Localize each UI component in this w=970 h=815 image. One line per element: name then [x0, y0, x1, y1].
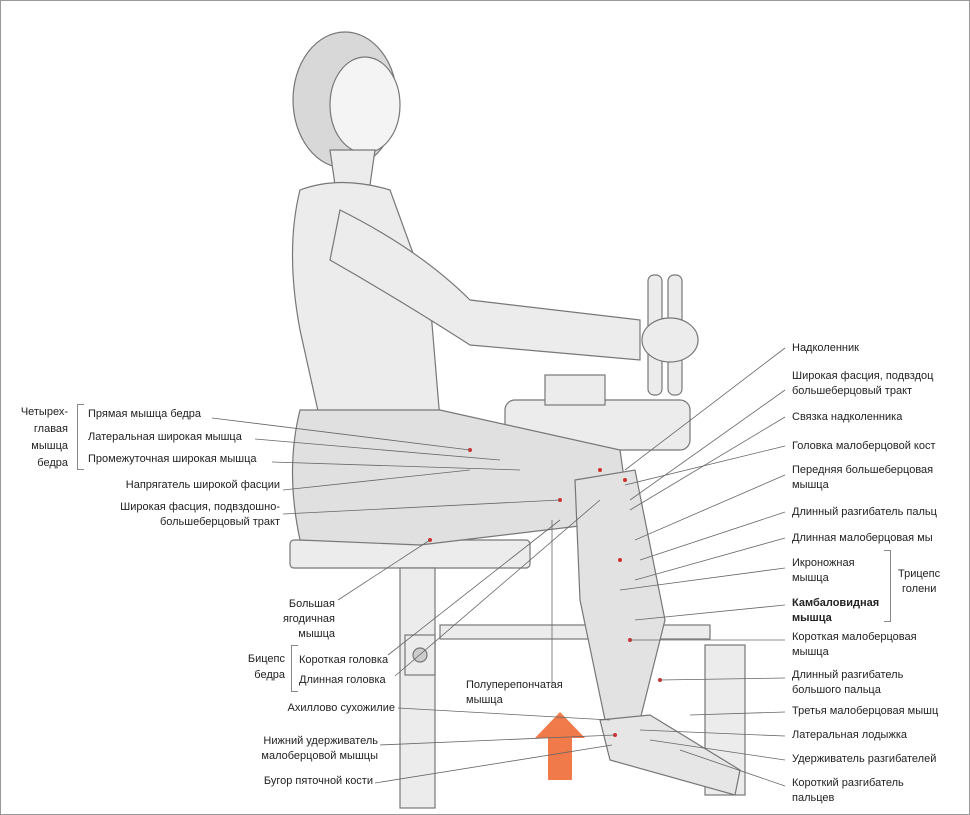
label-semimembranosus-2: мышца: [466, 694, 503, 706]
force-arrow: [535, 712, 585, 780]
pad-bracket: [544, 374, 606, 406]
label-patellar-ligament: Связка надколенника: [792, 411, 903, 423]
label-vastus-lateralis: Латеральная широкая мышца: [88, 431, 242, 443]
label-soleus-1: Камбаловидная: [792, 597, 880, 609]
label-lateral-malleolus: Латеральная лодыжка: [792, 729, 907, 741]
label-ext-hallucis-1: Длинный разгибатель: [792, 669, 904, 681]
hand: [641, 317, 699, 363]
neck: [329, 149, 376, 186]
arm: [329, 209, 641, 361]
label-ext-brevis-2: пальцев: [792, 792, 835, 804]
label-fascia-2: большеберцовый тракт: [792, 385, 913, 397]
label-line: бедра: [37, 457, 68, 469]
face: [329, 56, 401, 154]
label-peroneus-tertius: Третья малоберцовая мышц: [792, 705, 939, 717]
label-fascia-1: Широкая фасция, подвздоц: [792, 370, 934, 382]
label-ext-retinaculum: Удерживатель разгибателей: [792, 753, 937, 765]
label-biceps-group-2: бедра: [254, 669, 285, 681]
label-line: Четырех-: [20, 406, 68, 418]
label-achilles: Ахиллово сухожилие: [287, 702, 395, 714]
triceps-bracket: [884, 550, 891, 622]
label-semimembranosus-1: Полуперепончатая: [466, 679, 563, 691]
label-peroneus-brevis-1: Короткая малоберцовая: [792, 631, 917, 643]
label-ext-hallucis-2: большого пальца: [792, 684, 881, 696]
label-vastus-intermedius: Промежуточная широкая мышца: [88, 453, 257, 465]
label-line: главая: [33, 423, 68, 435]
label-retinaculum-1: Нижний удерживатель: [263, 735, 378, 747]
label-fibula-head: Головка малоберцовой кост: [792, 440, 936, 452]
label-fascia-lata-2: большеберцовый тракт: [159, 516, 280, 528]
quadriceps-group-label: Четырех- главая мышца бедра: [10, 404, 68, 472]
quadriceps-bracket: [77, 404, 84, 470]
label-fascia-lata-1: Широкая фасция, подвздошно-: [120, 501, 280, 513]
frame-bar: [439, 624, 711, 640]
label-gluteus-3: мышца: [298, 628, 335, 640]
label-peroneus-brevis-2: мышца: [792, 646, 829, 658]
label-calcaneal: Бугор пяточной кости: [263, 775, 373, 787]
label-ext-digitorum: Длинный разгибатель пальц: [792, 506, 937, 518]
label-ext-brevis-1: Короткий разгибатель: [792, 777, 904, 789]
label-triceps-2: голени: [902, 583, 937, 595]
label-rectus-femoris: Прямая мышца бедра: [88, 408, 202, 420]
label-gastrocnemius-1: Икроножная: [792, 557, 855, 569]
label-line: мышца: [31, 440, 68, 452]
biceps-bracket: [291, 645, 298, 692]
label-triceps-1: Трицепс: [898, 568, 941, 580]
label-gastrocnemius-2: мышца: [792, 572, 829, 584]
label-retinaculum-2: малоберцовой мышцы: [261, 750, 378, 762]
foot: [599, 714, 741, 796]
leader-lines: [211, 347, 786, 787]
label-peroneus-longus: Длинная малоберцовая мы: [792, 532, 933, 544]
label-tibialis-2: мышца: [792, 479, 829, 491]
label-gluteus-1: Большая: [288, 598, 335, 610]
label-long-head: Длинная головка: [299, 674, 386, 686]
label-biceps-group-1: Бицепс: [247, 653, 285, 665]
label-gluteus-2: ягодичная: [282, 613, 335, 625]
seat-post: [399, 567, 436, 809]
label-tensor-fasciae: Напрягатель широкой фасции: [125, 479, 280, 491]
label-soleus-2: мышца: [792, 612, 832, 624]
label-tibialis-1: Передняя большеберцовая: [792, 464, 934, 476]
lower-leg: [574, 469, 666, 721]
label-short-head: Короткая головка: [299, 654, 389, 666]
label-patella: Надколенник: [792, 342, 859, 354]
